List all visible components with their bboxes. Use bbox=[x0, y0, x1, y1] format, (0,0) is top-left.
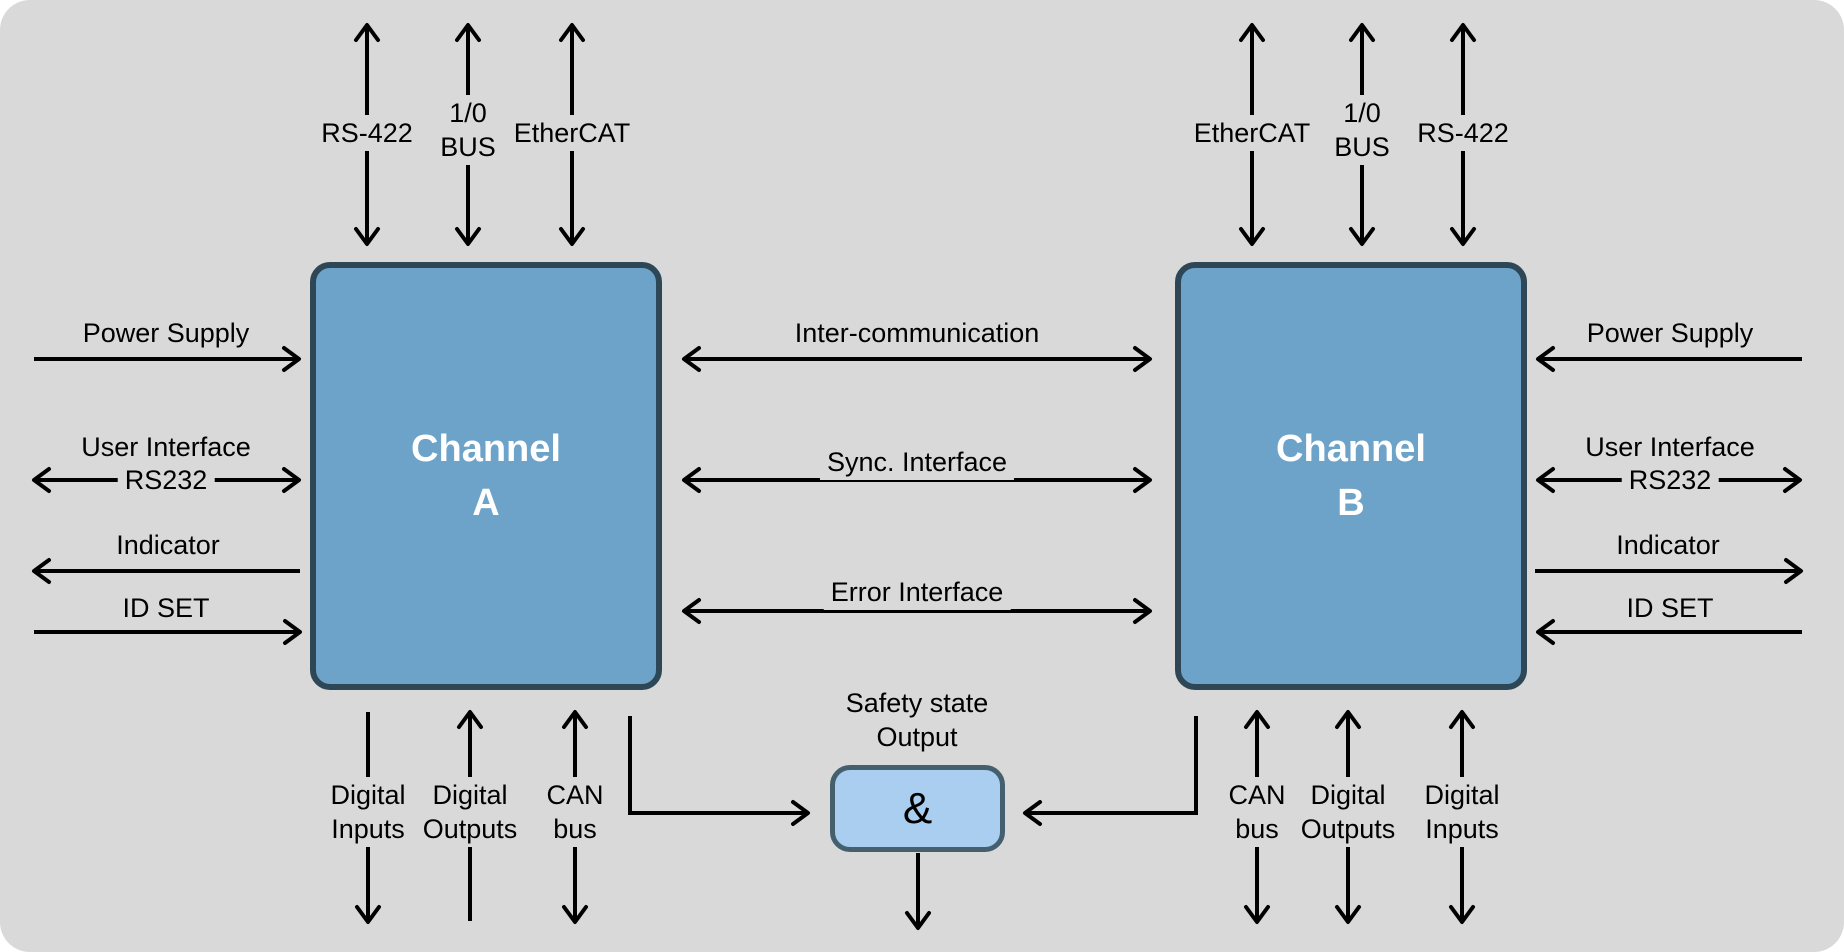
port-label-io-bus-a: 1/0 BUS bbox=[433, 95, 503, 165]
port-label-rs422-a: RS-422 bbox=[314, 115, 420, 151]
can-bus-a-line1: CAN bbox=[546, 780, 604, 810]
channel-b-title-line2: B bbox=[1337, 482, 1365, 524]
io-bus-b-line2: BUS bbox=[1334, 132, 1390, 162]
digital-outputs-a-line1: Digital bbox=[432, 780, 508, 810]
digital-inputs-a-line1: Digital bbox=[330, 780, 406, 810]
port-label-io-bus-b: 1/0 BUS bbox=[1327, 95, 1397, 165]
digital-outputs-a-line2: Outputs bbox=[422, 814, 518, 844]
port-label-digital-outputs-a: Digital Outputs bbox=[415, 777, 525, 847]
digital-outputs-b-line1: Digital bbox=[1310, 780, 1386, 810]
connector-channel-b-to-gate bbox=[1023, 716, 1198, 826]
port-label-can-bus-b: CAN bus bbox=[1221, 777, 1293, 847]
can-bus-b-line1: CAN bbox=[1228, 780, 1286, 810]
and-gate-label: & bbox=[902, 783, 933, 833]
port-label-id-set-a: ID SET bbox=[115, 590, 217, 626]
port-label-rs422-b: RS-422 bbox=[1410, 115, 1516, 151]
channel-a-box: Channel A bbox=[310, 262, 662, 690]
can-bus-a-line2: bus bbox=[553, 814, 597, 844]
port-label-ethercat-a: EtherCAT bbox=[506, 115, 638, 151]
channel-a-title-line2: A bbox=[472, 482, 500, 524]
link-label-error-interface: Error Interface bbox=[823, 574, 1011, 610]
port-label-power-supply-a: Power Supply bbox=[75, 315, 257, 351]
port-label-power-supply-b: Power Supply bbox=[1579, 315, 1761, 351]
digital-inputs-b-line2: Inputs bbox=[1425, 814, 1499, 844]
digital-outputs-b-line2: Outputs bbox=[1300, 814, 1396, 844]
port-label-ethercat-b: EtherCAT bbox=[1186, 115, 1318, 151]
port-label-digital-outputs-b: Digital Outputs bbox=[1293, 777, 1403, 847]
link-label-inter-communication: Inter-communication bbox=[787, 315, 1047, 351]
channel-a-title: Channel A bbox=[411, 422, 561, 530]
channel-b-box: Channel B bbox=[1175, 262, 1527, 690]
connector-channel-a-to-gate bbox=[628, 716, 810, 826]
digital-inputs-b-line1: Digital bbox=[1424, 780, 1500, 810]
link-label-sync-interface: Sync. Interface bbox=[819, 444, 1015, 480]
port-label-digital-inputs-a: Digital Inputs bbox=[323, 777, 413, 847]
port-label-can-bus-a: CAN bus bbox=[539, 777, 611, 847]
safety-state-line2: Output bbox=[876, 722, 958, 752]
safety-state-line1: Safety state bbox=[845, 688, 989, 718]
safety-state-output-label: Safety state Output bbox=[838, 685, 996, 755]
port-label-indicator-b: Indicator bbox=[1609, 527, 1727, 563]
channel-b-title: Channel B bbox=[1276, 422, 1426, 530]
port-label-digital-inputs-b: Digital Inputs bbox=[1417, 777, 1507, 847]
and-gate-box: & bbox=[830, 765, 1005, 852]
port-label-id-set-b: ID SET bbox=[1619, 590, 1721, 626]
port-label-indicator-a: Indicator bbox=[109, 527, 227, 563]
port-label-rs232-a: RS232 bbox=[117, 462, 215, 498]
can-bus-b-line2: bus bbox=[1235, 814, 1279, 844]
io-bus-a-line1: 1/0 bbox=[449, 98, 487, 128]
port-label-user-interface-b: User Interface bbox=[1578, 429, 1762, 465]
channel-a-title-line1: Channel bbox=[411, 428, 561, 470]
io-bus-a-line2: BUS bbox=[440, 132, 496, 162]
channel-b-title-line1: Channel bbox=[1276, 428, 1426, 470]
digital-inputs-a-line2: Inputs bbox=[331, 814, 405, 844]
io-bus-b-line1: 1/0 bbox=[1343, 98, 1381, 128]
port-label-rs232-b: RS232 bbox=[1621, 462, 1719, 498]
port-label-user-interface-a: User Interface bbox=[74, 429, 258, 465]
